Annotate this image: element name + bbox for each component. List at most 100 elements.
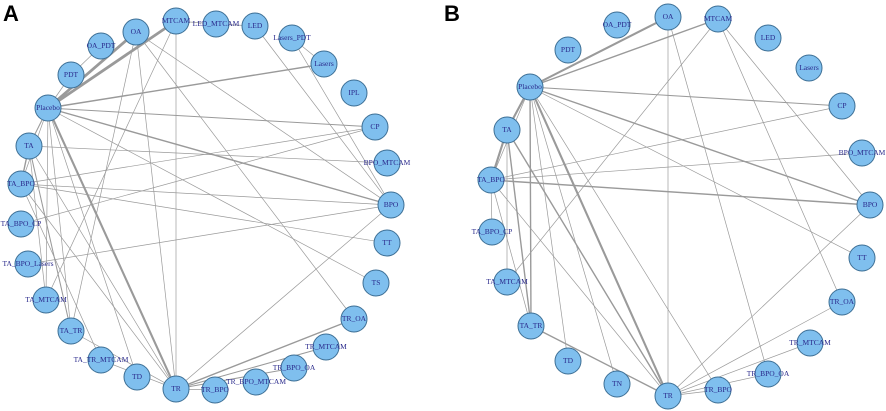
node-a-ta-bpo: TA_BPO [7,170,35,198]
node-label: BPO [384,200,399,209]
node-circle [123,363,151,391]
node-label: TR_BPO [201,385,230,394]
node-label: Lasers [314,59,334,68]
node-circle [32,286,60,314]
node-circle [34,94,62,122]
node-label: OA_PDT [87,41,116,50]
node-b-tr-bpo-oa: TR_BPO_OA [747,360,790,388]
edge-a-bpo-mtcam-ta [28,145,388,164]
node-circle [242,368,270,396]
edge-b-bpo-mtcam-ta-bpo [490,152,863,181]
node-circle [554,36,582,64]
edge-a-placebo-ta-tr [47,107,72,332]
edge-b-tr-tr-oa [667,301,843,397]
node-label: Lasers_PDT [273,33,311,42]
node-a-placebo: Placebo [34,94,62,122]
edge-b-placebo-mtcam [529,18,719,88]
node-label: TA_TR [520,321,543,330]
node-circle [704,5,732,33]
node-label: CP [370,122,379,131]
node-circle [517,312,545,340]
node-b-pdt: PDT [554,36,582,64]
panel-letter-a: A [3,1,19,26]
edge-b-placebo-tr-bpo [529,86,719,391]
node-b-td: TD [554,347,582,375]
edge-a-lasers-pdt-bpo [291,37,392,206]
node-b-tr-oa: TR_OA [828,288,856,316]
node-circle [57,61,85,89]
edge-b-mtcam-tr-oa [717,18,843,303]
edge-a-mtcam-ta-mtcam [45,20,177,301]
node-b-oa-pdt: OA_PDT [603,11,632,39]
edge-b-ta-bpo-ta-tr [490,179,532,327]
node-a-ta-bpo-cp: TA_BPO_CP [1,210,41,238]
edge-a-placebo-mtcam [46,19,178,110]
node-circle [828,288,856,316]
node-circle [704,376,732,404]
node-circle [828,92,856,120]
edge-a-bpo-ta-bpo-lasers [27,204,392,265]
node-a-ta-bpo-lasers: TA_BPO_Lasers [2,250,54,278]
node-a-bpo: BPO [377,191,405,219]
node-circle [477,166,505,194]
edge-a-ta-ta-mtcam [28,145,47,301]
node-label: Placebo [36,103,60,112]
node-b-cp: CP [828,92,856,120]
node-label: TR_BPO_MTCAM [226,377,286,386]
edge-a-bpo-tr [175,204,392,390]
node-b-placebo: Placebo [516,73,544,101]
node-a-led: LED [241,12,269,40]
node-circle [373,229,401,257]
node-label: BPO_MTCAM [839,148,886,157]
edge-a-placebo-cp [47,107,376,128]
node-b-bpo: BPO [856,191,884,219]
node-a-pdt: PDT [57,61,85,89]
edge-a-tt-ta-bpo [20,183,388,244]
node-circle [340,305,368,333]
node-label: TA_BPO_Lasers [2,259,53,268]
edge-b-placebo-tr [528,85,670,398]
node-label: OA [131,27,142,36]
edge-a-tr-ta-tr [70,330,177,390]
edge-a-tr-tr-bpo-oa [175,367,295,390]
node-b-tr: TR [654,382,682,410]
edge-b-placebo-oa [528,15,670,89]
node-label: MTCAM [704,14,733,23]
node-circle [603,11,631,39]
edge-a-oa-ta-tr [70,31,137,332]
node-circle [377,191,405,219]
edge-b-bpo-tr [667,204,871,397]
node-circle [754,24,782,52]
node-label: TR_BPO_OA [747,369,790,378]
panel-letter-b: B [444,1,460,26]
edge-a-cp-ta-bpo [20,126,376,185]
edge-b-ta-bpo-tr [490,179,669,397]
edge-a-cp-ta-bpo-cp [20,126,376,225]
node-label: IPL [348,88,360,97]
node-a-mtcam: MTCAM [162,7,190,35]
node-b-ta-bpo-cp: TA_BPO_CP [472,218,512,246]
node-a-led-mtcam: LED_MTCAM [193,10,240,38]
node-circle [362,269,390,297]
node-label: PDT [561,45,576,54]
edge-b-tr-tr-mtcam [667,342,811,397]
node-circle [14,250,42,278]
node-a-tr-mtcam: TR_MTCAM [305,333,347,361]
node-label: TR_MTCAM [305,342,347,351]
node-b-tr-bpo: TR_BPO [704,376,733,404]
node-b-led: LED [754,24,782,52]
edge-a-placebo-lasers [47,63,325,109]
node-label: TA_TR [60,326,83,335]
node-b-bpo-mtcam: BPO_MTCAM [839,139,886,167]
edge-a-placebo-bpo [47,107,392,206]
edge-b-mtcam-bpo [717,18,871,206]
node-a-tt: TT [373,229,401,257]
node-label: TR [171,384,181,393]
edge-a-placebo-tr [46,106,178,391]
node-a-lasers-pdt: Lasers_PDT [273,24,311,52]
node-label: TA [24,141,34,150]
node-label: Placebo [518,82,542,91]
node-a-ta-mtcam: TA_MTCAM [25,286,67,314]
